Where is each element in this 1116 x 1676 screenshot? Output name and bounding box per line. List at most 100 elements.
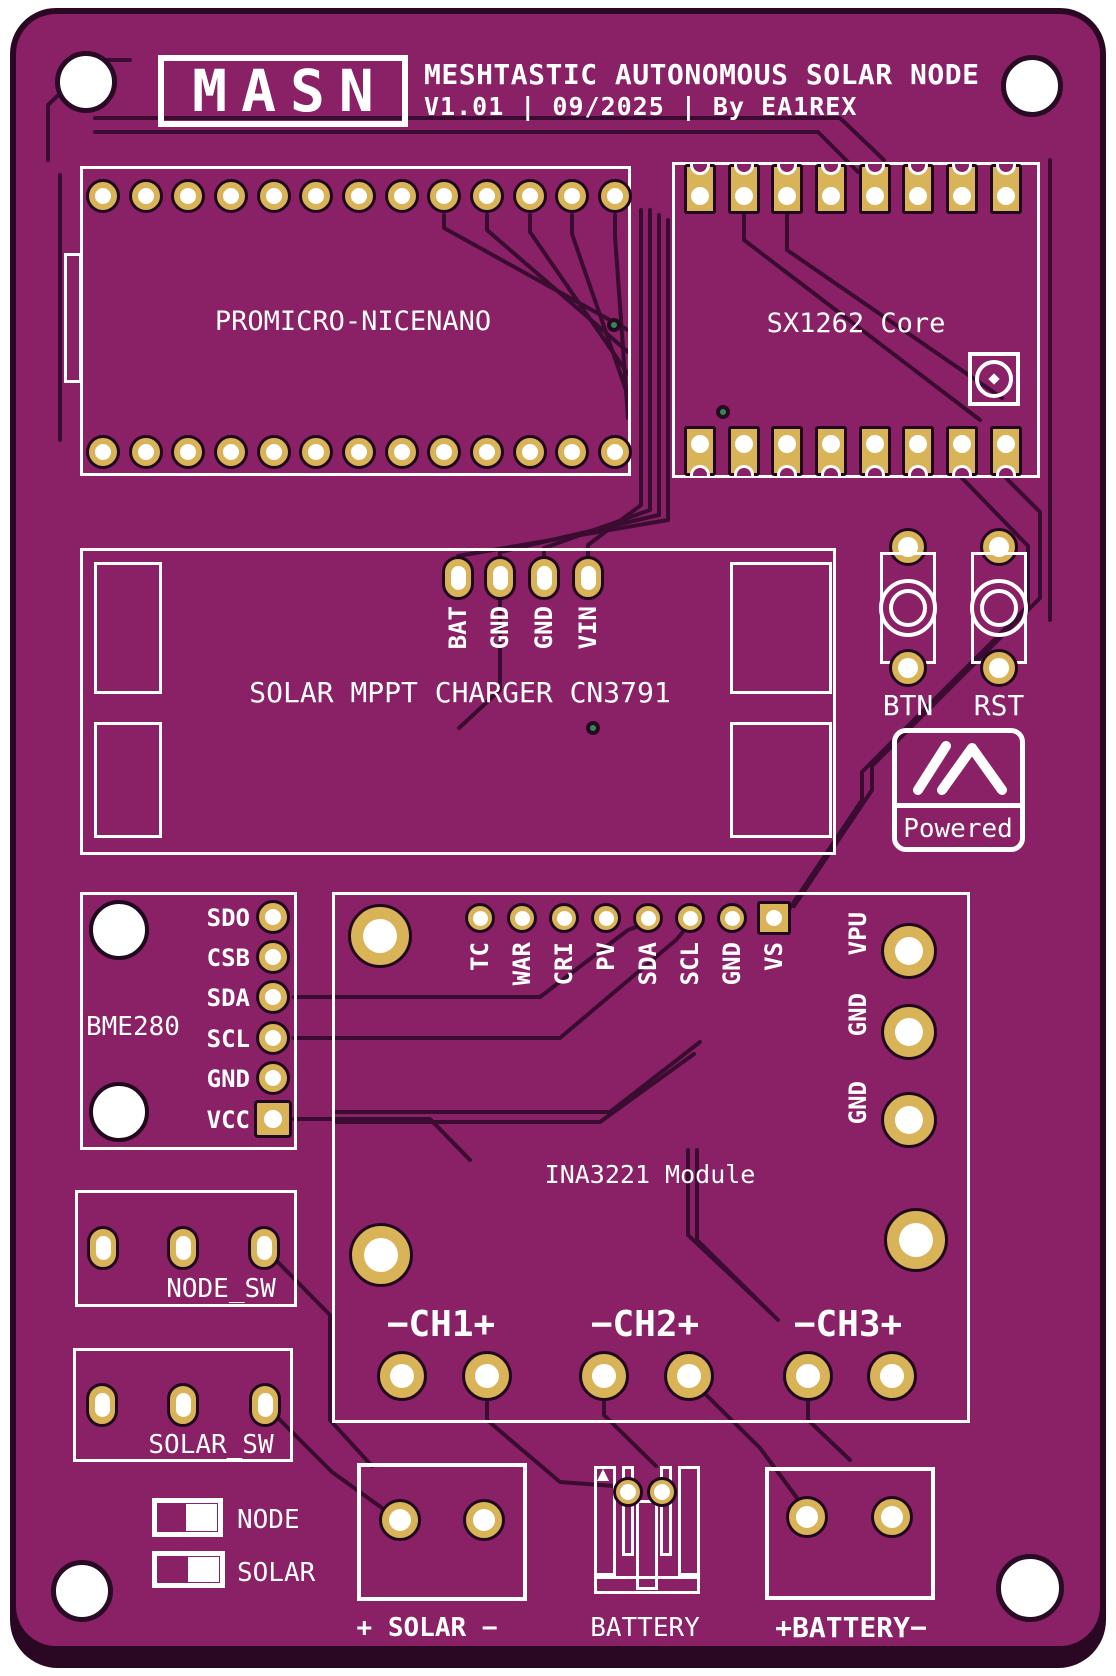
pad-vpu <box>881 923 937 979</box>
jst-outline <box>678 1466 700 1576</box>
pad-war <box>507 903 537 933</box>
pin-pad <box>859 164 891 214</box>
solar-sw-pad <box>167 1383 199 1427</box>
powered-logo-icon <box>913 741 1007 795</box>
btn-button-icon <box>879 579 937 637</box>
pin-pad <box>771 164 803 214</box>
jst-outline <box>636 1500 658 1590</box>
solar-sw-outline <box>73 1348 293 1462</box>
ch1-pad <box>462 1351 512 1401</box>
pad-gnd <box>528 556 560 600</box>
ina3221-outline <box>332 892 970 1423</box>
corner-pad <box>348 904 412 968</box>
bme280-mount-hole <box>89 1082 149 1142</box>
pin-pad <box>299 435 333 469</box>
pin-pad <box>728 164 760 214</box>
solar-sw-pad <box>249 1383 281 1427</box>
ch2-label: −CH2+ <box>590 1304 700 1345</box>
pin-pad <box>990 426 1022 476</box>
pad-sdo <box>256 900 290 934</box>
pad-sda <box>256 980 290 1014</box>
jst-polarity-mark <box>597 1469 609 1481</box>
pin-pad <box>129 179 163 213</box>
node-sw-pad <box>87 1226 119 1270</box>
antenna-ring-icon <box>975 360 1013 398</box>
btn-label: BTN <box>882 689 934 722</box>
solar-connector-outline <box>357 1463 527 1601</box>
node-sw-pad <box>167 1226 199 1270</box>
pin-label-scl: SCL <box>206 1025 250 1053</box>
pad-scl <box>675 903 705 933</box>
pin-pad <box>470 179 504 213</box>
pin-pad <box>385 435 419 469</box>
battery-pad <box>647 1477 677 1507</box>
node-sw-pad <box>248 1226 280 1270</box>
jst-outline <box>660 1466 672 1556</box>
btn-button-inner-icon <box>889 589 927 627</box>
pin-pad <box>513 179 547 213</box>
pin-pad <box>555 435 589 469</box>
powered-divider <box>892 803 1025 808</box>
pin-pad <box>342 179 376 213</box>
pad-gnd <box>256 1061 290 1095</box>
pin-pad <box>171 435 205 469</box>
pin-pad <box>902 426 934 476</box>
corner-pad <box>349 1223 413 1287</box>
jst-outline <box>622 1466 634 1556</box>
node-sw-outline <box>75 1190 297 1307</box>
rst-button-inner-icon <box>980 589 1018 627</box>
pin-pad <box>470 435 504 469</box>
pin-pad <box>728 426 760 476</box>
pin-pad <box>427 435 461 469</box>
pad-gnd <box>717 903 747 933</box>
pin-pad <box>815 426 847 476</box>
solar-switch-label: SOLAR <box>237 1558 316 1588</box>
pin-pad <box>385 179 419 213</box>
pin-pad <box>299 179 333 213</box>
promicro-label: PROMICRO-NICENANO <box>214 306 492 337</box>
antenna-connector-icon <box>968 352 1020 406</box>
promicro-usb-tab <box>64 253 82 383</box>
pin-label-sda: SDA <box>206 984 250 1012</box>
battery-minus-pad <box>871 1496 913 1538</box>
ina3221-label: INA3221 Module <box>544 1160 756 1189</box>
pin-label-sdo: SDO <box>206 904 250 932</box>
node-sw-label: NODE_SW <box>166 1274 276 1304</box>
pin-pad <box>684 426 716 476</box>
mppt-component-outline <box>94 562 162 694</box>
pad-gnd <box>881 1092 937 1148</box>
battery-screw-label: +BATTERY− <box>775 1611 927 1644</box>
pin-pad <box>684 164 716 214</box>
pin-pad <box>342 435 376 469</box>
mppt-label: SOLAR MPPT CHARGER CN3791 <box>249 676 671 709</box>
bme280-label: BME280 <box>86 1012 180 1042</box>
via <box>716 405 730 419</box>
bme280-mount-hole <box>89 900 149 960</box>
pad-scl <box>256 1021 290 1055</box>
pin-label-gnd: GND <box>206 1065 250 1093</box>
pad-vcc <box>254 1100 292 1138</box>
pin-pad <box>598 435 632 469</box>
pin-pad <box>86 179 120 213</box>
pin-pad <box>427 179 461 213</box>
battery-plus-pad <box>786 1496 828 1538</box>
pad-vs <box>757 901 791 935</box>
pin-pad <box>815 164 847 214</box>
mppt-outline <box>80 548 836 855</box>
pin-pad <box>257 179 291 213</box>
pad-sda <box>633 903 663 933</box>
powered-outline <box>892 728 1025 852</box>
mount-hole-top-left <box>55 51 117 113</box>
solar-plus-pad <box>379 1499 421 1541</box>
mount-hole-bottom-left <box>51 1560 113 1622</box>
ch3-pad <box>867 1351 917 1401</box>
